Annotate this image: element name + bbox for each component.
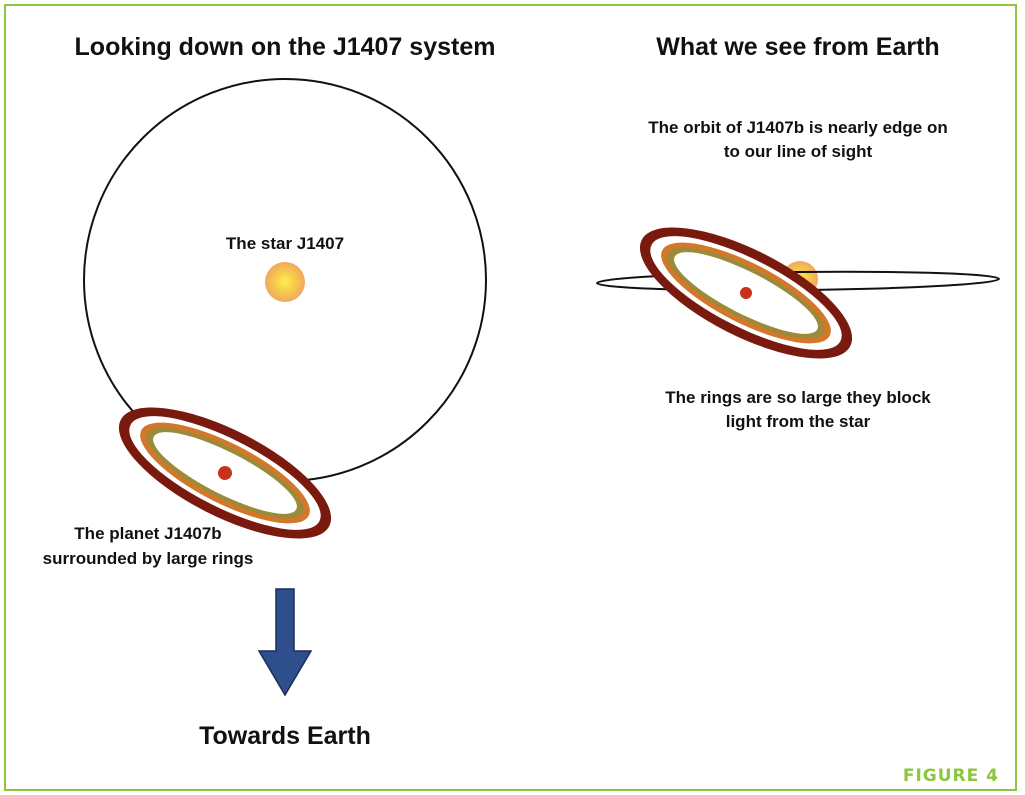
planet-j1407b xyxy=(218,466,232,480)
down-arrow-icon xyxy=(257,588,313,697)
star-j1407 xyxy=(265,262,305,302)
right-panel-title: What we see from Earth xyxy=(656,33,939,61)
orbit-label-line2: to our line of sight xyxy=(724,142,873,161)
star-label: The star J1407 xyxy=(226,234,344,253)
ringed-planet-side-view xyxy=(639,227,853,359)
planet-j1407b xyxy=(740,287,752,299)
planet-label-line1: The planet J1407b xyxy=(74,524,221,543)
rings-label-line2: light from the star xyxy=(726,412,871,431)
figure-label: FIGURE 4 xyxy=(903,766,999,786)
ringed-planet-top-view xyxy=(118,407,332,539)
left-panel-title: Looking down on the J1407 system xyxy=(75,33,496,61)
towards-earth-label: Towards Earth xyxy=(199,722,371,750)
planet-label-line2: surrounded by large rings xyxy=(43,549,254,568)
orbit-label-line1: The orbit of J1407b is nearly edge on xyxy=(648,118,947,137)
rings-label-line1: The rings are so large they block xyxy=(665,388,931,407)
figure-frame xyxy=(4,4,1017,791)
